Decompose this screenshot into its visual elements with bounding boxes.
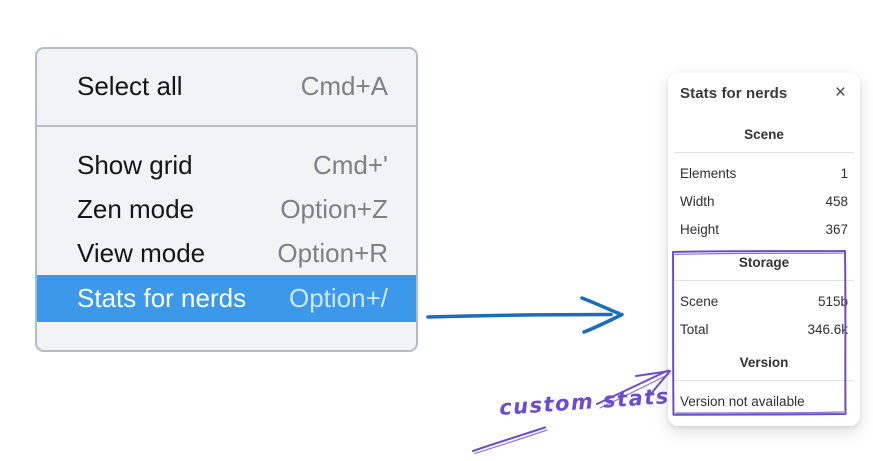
stats-panel: Stats for nerds × Scene Elements 1 Width… <box>668 73 860 426</box>
stat-value: 458 <box>825 193 848 209</box>
arrow-shaft <box>426 312 613 319</box>
menu-item-label: Zen mode <box>77 193 195 224</box>
stat-row-total-size: Total 346.6k <box>680 315 848 343</box>
stat-value: 367 <box>825 221 848 237</box>
menu-item-shortcut: Cmd+A <box>300 70 388 101</box>
panel-title: Stats for nerds <box>680 85 788 102</box>
context-menu: Select all Cmd+A Show grid Cmd+' Zen mod… <box>35 47 418 352</box>
annotation-arrow-tail-overdraw <box>474 429 548 455</box>
stats-panel-header: Stats for nerds × <box>680 82 848 115</box>
menu-item-show-grid[interactable]: Show grid Cmd+' <box>37 143 416 187</box>
menu-item-label: Show grid <box>77 149 193 180</box>
stat-label: Elements <box>680 165 737 181</box>
section-divider <box>674 380 854 381</box>
stat-label: Scene <box>680 293 719 309</box>
menu-item-shortcut: Option+/ <box>288 283 388 313</box>
menu-item-label: Select all <box>77 70 183 101</box>
stat-label: Height <box>680 221 720 237</box>
menu-item-shortcut: Option+Z <box>280 193 388 224</box>
stat-row-elements: Elements 1 <box>680 159 848 187</box>
stat-row-width: Width 458 <box>680 187 848 215</box>
menu-item-view-mode[interactable]: View mode Option+R <box>37 231 416 275</box>
section-divider <box>674 280 854 281</box>
stat-label: Total <box>680 321 709 337</box>
menu-item-shortcut: Cmd+' <box>312 149 388 180</box>
stat-value: 515b <box>817 293 848 309</box>
stat-row-height: Height 367 <box>680 215 848 243</box>
stat-value: 346.6k <box>807 321 848 337</box>
stat-value: 1 <box>840 165 848 181</box>
version-note: Version not available <box>680 393 805 409</box>
arrow-head-lower <box>582 312 624 334</box>
close-icon[interactable]: × <box>834 82 846 103</box>
stat-label: Width <box>680 193 715 209</box>
menu-item-zen-mode[interactable]: Zen mode Option+Z <box>37 187 416 231</box>
section-divider <box>674 152 854 153</box>
annotation-label: custom stats <box>498 384 671 420</box>
section-heading-storage: Storage <box>738 255 790 270</box>
arrow-head-upper <box>580 296 621 316</box>
stat-row-scene-size: Scene 515b <box>680 287 848 315</box>
menu-divider <box>37 125 416 127</box>
menu-item-select-all[interactable]: Select all Cmd+A <box>37 64 416 108</box>
section-heading-scene: Scene <box>744 127 784 142</box>
annotation-arrow-tail <box>472 426 546 452</box>
section-heading-version: Version <box>739 355 789 370</box>
menu-item-label: Stats for nerds <box>77 283 247 313</box>
menu-item-stats-for-nerds[interactable]: Stats for nerds Option+/ <box>37 275 416 322</box>
menu-item-label: View mode <box>77 237 206 268</box>
menu-item-shortcut: Option+R <box>277 237 388 268</box>
